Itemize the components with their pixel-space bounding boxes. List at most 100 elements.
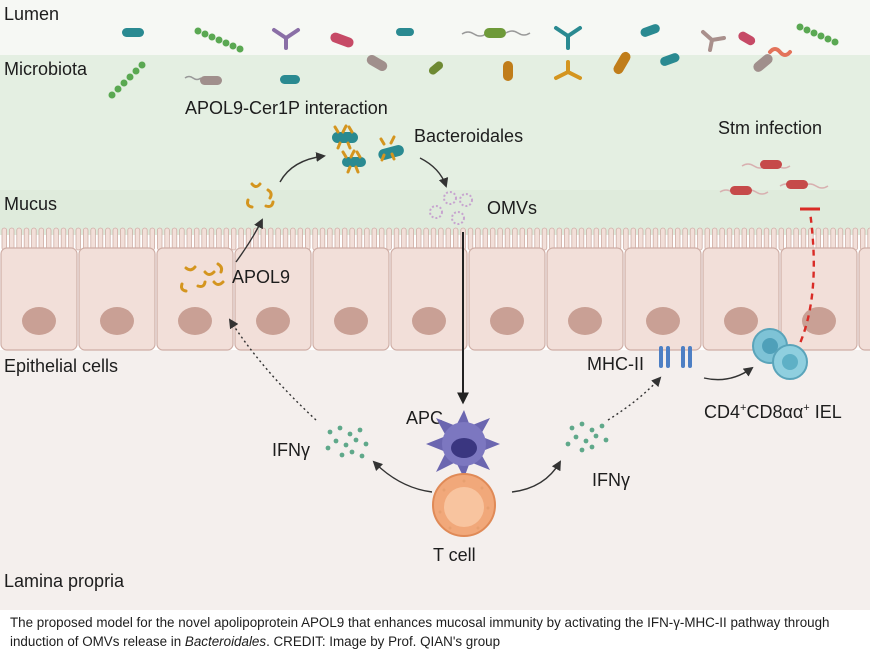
epithelial-cell — [78, 247, 156, 351]
microvillus — [652, 227, 659, 251]
label-apol9: APOL9 — [232, 267, 290, 287]
arrow-ifn-to-cell — [228, 318, 317, 421]
microvillus — [304, 227, 311, 251]
microvillus — [586, 227, 592, 251]
label-apc: APC — [406, 408, 443, 428]
apol9-mucus — [246, 182, 275, 209]
caption-text: The proposed model for the novel apolipo… — [10, 615, 830, 649]
microvillus — [726, 227, 733, 251]
label-lumen: Lumen — [4, 4, 59, 24]
microvillus — [364, 227, 370, 251]
flagellated-bacterium-icon — [461, 28, 531, 38]
microvillus — [75, 227, 81, 251]
arrow-bacteroidales-to-omvs — [419, 157, 449, 188]
microvillus — [823, 227, 829, 251]
microvillus — [527, 227, 533, 251]
microvillus — [105, 227, 111, 251]
microvillus — [519, 227, 525, 251]
microvillus — [201, 227, 207, 251]
bacteroidales-cluster — [332, 124, 404, 174]
microvillus — [282, 227, 289, 251]
diagram-svg: Lumen Microbiota Mucus Epithelial cells … — [0, 0, 870, 610]
microvillus — [571, 227, 577, 251]
salmonella-cluster — [719, 160, 829, 195]
mhc-ii-icon — [659, 346, 692, 368]
microvillus — [541, 227, 548, 251]
bacterium-icon — [428, 61, 444, 75]
microvillus — [46, 227, 52, 251]
label-bacteroidales: Bacteroidales — [414, 126, 523, 146]
microvillus — [630, 227, 636, 251]
arrow-mucus-to-bacteroidales — [279, 152, 326, 183]
lumen-bacteria — [122, 23, 839, 57]
flow-arrows — [228, 152, 754, 493]
microvillus — [334, 227, 340, 251]
microvillus — [712, 227, 718, 251]
antibody-icon — [701, 30, 726, 52]
microvillus — [489, 227, 496, 251]
microvillus — [193, 227, 200, 251]
microvillus — [786, 227, 792, 251]
microvillus — [689, 227, 696, 251]
microvillus — [793, 227, 799, 251]
microvillus — [83, 227, 89, 251]
microvillus — [16, 227, 22, 251]
microvillus — [216, 227, 222, 251]
microvillus — [845, 227, 851, 251]
microvillus — [275, 227, 281, 251]
microvillus — [482, 227, 488, 251]
microvillus — [608, 227, 614, 251]
microvillus — [867, 227, 870, 251]
microvillus — [852, 227, 858, 251]
flagellated-bacterium-icon — [184, 75, 222, 85]
epithelial-cell — [702, 247, 780, 351]
bacterium-icon — [503, 61, 513, 81]
caption-italic: Bacteroidales — [184, 634, 267, 649]
microvillus — [475, 227, 481, 251]
cell-nucleus — [568, 307, 602, 335]
omv-cluster — [429, 191, 473, 225]
arrow-ifn-to-mhc — [607, 376, 662, 421]
microvillus — [349, 227, 355, 251]
epithelial-cell — [390, 247, 468, 351]
cell-nucleus — [802, 307, 836, 335]
bacterium-icon — [613, 51, 631, 75]
microvillus — [8, 227, 15, 251]
microvillus — [127, 227, 133, 251]
microvillus — [415, 227, 422, 251]
microbiota-bacteria — [108, 51, 773, 99]
microvillus — [23, 227, 30, 251]
microvillus — [815, 227, 821, 251]
cell-nucleus — [100, 307, 134, 335]
bacterium-icon — [366, 55, 388, 71]
epithelial-cell — [0, 247, 78, 351]
strep-chain-icon — [796, 23, 839, 46]
epithelial-cell — [468, 247, 546, 351]
bacteroides-icon — [341, 149, 366, 174]
microvillus — [734, 227, 740, 251]
microvillus — [90, 227, 96, 251]
spirillum-icon — [768, 47, 792, 57]
microvillus — [408, 227, 414, 251]
bacterium-icon — [660, 53, 680, 66]
salmonella-icon — [730, 186, 752, 195]
microvillus — [452, 227, 459, 251]
epithelial-cell — [156, 247, 234, 351]
cell-nucleus — [490, 307, 524, 335]
label-interaction: APOL9-Cer1P interaction — [185, 98, 388, 118]
microvillus — [445, 227, 451, 251]
label-omvs: OMVs — [487, 198, 537, 218]
microvillus — [675, 227, 681, 251]
microvillus — [860, 227, 866, 251]
antibody-icon — [272, 28, 300, 50]
strep-chain-icon — [108, 61, 146, 99]
epithelial-cell — [234, 247, 312, 351]
cell-nucleus — [412, 307, 446, 335]
microvillus — [749, 227, 755, 251]
microvillus — [623, 227, 629, 251]
mucus-band — [0, 190, 870, 235]
microvillus — [142, 227, 148, 251]
microvillus — [645, 227, 651, 251]
microvillus — [756, 227, 762, 251]
strep-chain-icon — [194, 27, 244, 53]
